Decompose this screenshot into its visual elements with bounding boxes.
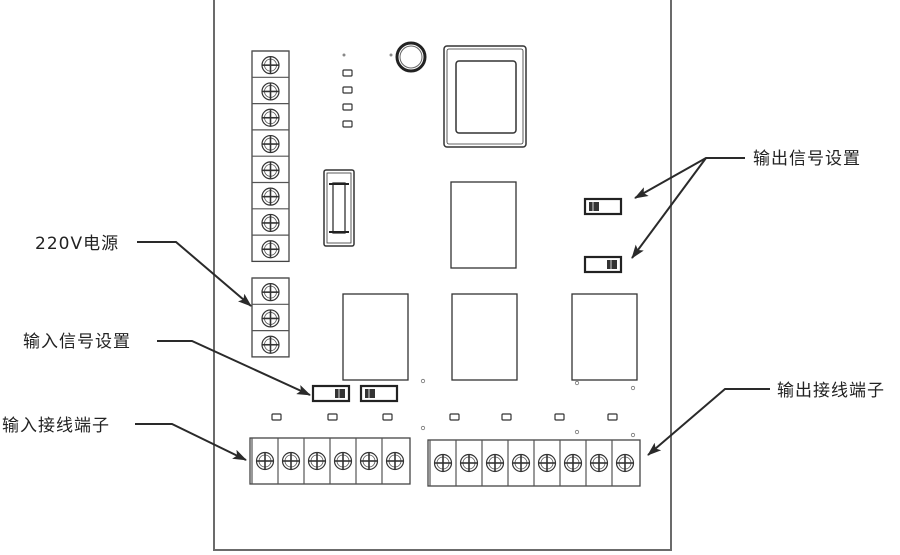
callout-output-signal-label: 输出信号设置 bbox=[753, 149, 861, 169]
indicator-led bbox=[327, 413, 338, 421]
potentiometer-ring bbox=[399, 45, 423, 69]
callout-input-signal-leader bbox=[157, 340, 311, 396]
callout-input-terminals-label: 输入接线端子 bbox=[2, 416, 110, 436]
terminal-screw-icon bbox=[261, 187, 280, 206]
terminal-screw-icon bbox=[537, 453, 557, 473]
switch-knob bbox=[607, 260, 617, 269]
terminal-screw-icon bbox=[261, 82, 280, 101]
mount-dot bbox=[420, 378, 426, 384]
terminal-screw-icon bbox=[261, 335, 280, 355]
terminal-screw-icon bbox=[385, 451, 405, 471]
terminal-screw-icon bbox=[563, 453, 583, 473]
callout-input-terminals-leader bbox=[135, 423, 247, 461]
terminal-screw-icon bbox=[261, 161, 280, 180]
terminal-screw-icon bbox=[485, 453, 505, 473]
fuse-body bbox=[332, 182, 346, 234]
terminal-screw-icon bbox=[333, 451, 353, 471]
terminal-screw-icon bbox=[589, 453, 609, 473]
relay-4 bbox=[571, 293, 638, 381]
indicator-led bbox=[342, 69, 353, 77]
terminal-screw-icon bbox=[511, 453, 531, 473]
terminal-screw-icon bbox=[359, 451, 379, 471]
mount-dot bbox=[574, 429, 580, 435]
mount-dot bbox=[630, 432, 636, 438]
terminal-screw-icon bbox=[261, 134, 280, 154]
mount-dot bbox=[574, 380, 580, 386]
mount-dot bbox=[420, 425, 426, 431]
callout-input-signal-label: 输入信号设置 bbox=[23, 332, 131, 352]
transformer-core bbox=[455, 60, 517, 134]
indicator-led bbox=[342, 103, 353, 111]
callout-power-label: 220V电源 bbox=[35, 234, 120, 254]
indicator-led bbox=[342, 120, 353, 128]
indicator-led bbox=[449, 413, 460, 421]
mount-dot bbox=[389, 53, 393, 57]
terminal-screw-icon bbox=[459, 453, 479, 473]
indicator-led bbox=[342, 86, 353, 94]
terminal-screw-icon bbox=[261, 213, 280, 233]
indicator-led bbox=[607, 413, 618, 421]
terminal-screw-icon bbox=[261, 239, 280, 259]
relay-1 bbox=[450, 181, 517, 269]
callout-output-terminals-label: 输出接线端子 bbox=[777, 381, 885, 401]
terminal-screw-icon bbox=[307, 451, 327, 471]
switch-knob bbox=[365, 389, 375, 398]
relay-3 bbox=[451, 293, 518, 381]
mount-dot bbox=[342, 53, 346, 57]
switch-knob bbox=[589, 202, 599, 211]
terminal-screw-icon bbox=[281, 451, 301, 471]
terminal-screw-icon bbox=[261, 108, 280, 128]
callout-output-terminals-leader bbox=[647, 388, 770, 456]
indicator-led bbox=[271, 413, 282, 421]
terminal-screw-icon bbox=[261, 55, 280, 75]
callout-output-signal-leader-2 bbox=[631, 157, 707, 259]
indicator-led bbox=[554, 413, 565, 421]
switch-knob bbox=[335, 389, 345, 398]
terminal-screw-icon bbox=[261, 282, 280, 302]
terminal-screw-icon bbox=[255, 451, 275, 471]
indicator-led bbox=[382, 413, 393, 421]
terminal-screw-icon bbox=[615, 453, 635, 473]
potentiometer-knob bbox=[395, 41, 427, 73]
terminal-screw-icon bbox=[433, 453, 453, 473]
callout-power-leader bbox=[137, 241, 252, 307]
relay-2 bbox=[342, 293, 409, 381]
indicator-led bbox=[501, 413, 512, 421]
mount-dot bbox=[630, 385, 636, 391]
terminal-screw-icon bbox=[261, 309, 280, 328]
